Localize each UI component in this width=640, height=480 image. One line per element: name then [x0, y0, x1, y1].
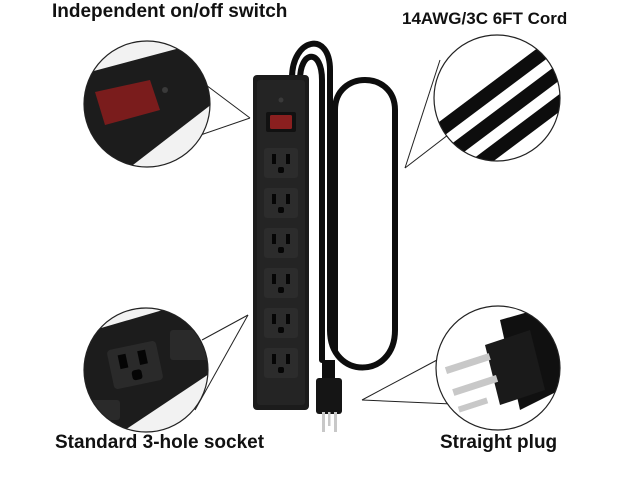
power-switch [270, 115, 292, 129]
outlet [264, 268, 298, 298]
outlet [264, 188, 298, 218]
outlet [264, 348, 298, 378]
plug-label: Straight plug [440, 432, 558, 453]
cord-label: 14AWG/3C 6FT Cord [402, 9, 568, 28]
outlet [264, 228, 298, 258]
callout-switch [83, 40, 251, 168]
power-cord [289, 40, 398, 371]
callout-plug [361, 305, 561, 431]
callout-cord [404, 34, 561, 169]
switch-label: Independent on/off switch [52, 1, 288, 22]
outlet [264, 308, 298, 338]
callout-socket [83, 307, 249, 433]
indicator-light [278, 97, 284, 103]
outlet [264, 148, 298, 178]
socket-label: Standard 3-hole socket [55, 432, 265, 453]
cord-plug [316, 360, 342, 432]
outlets [264, 148, 298, 378]
